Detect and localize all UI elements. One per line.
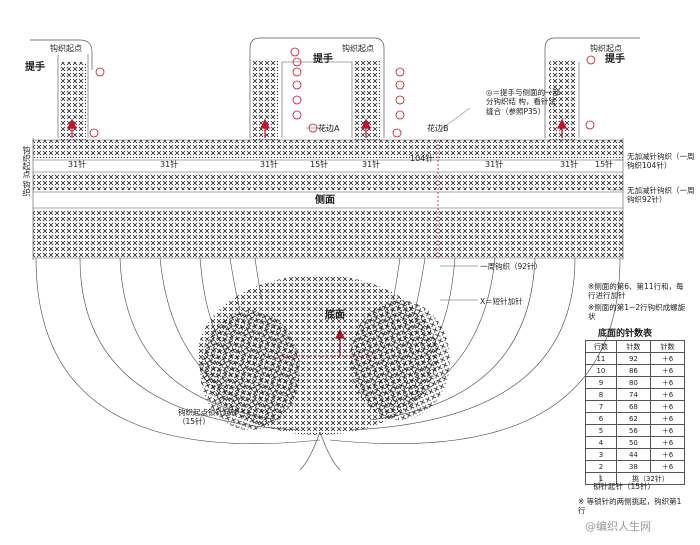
table-cell: ＋6 <box>649 364 686 377</box>
table-bottom-note: ※ 等锁针的两侧挑起，钩织第1行 <box>578 497 682 516</box>
table-cell: 11 <box>585 352 617 365</box>
connecting-arcs <box>35 257 621 488</box>
table-cell: 3 <box>585 448 617 461</box>
edge-label-b: 花边B <box>427 124 449 133</box>
table-cell: 50 <box>615 436 651 449</box>
side-note-1: 无加减针钩织（一周钩织104针） <box>627 152 695 171</box>
stitch-count-8: 31针 <box>560 160 579 169</box>
leader-lines <box>199 107 623 419</box>
note-1: ※侧面的第6、第11行和，每行进行加针 <box>588 282 684 301</box>
stitch-count-3: 31针 <box>260 160 279 169</box>
table-header-row: 行数 针数 针数 <box>585 340 686 353</box>
stitch-count-7: 31针 <box>485 160 504 169</box>
table-header: 针数 <box>615 340 651 353</box>
handle-label-middle: 提手 <box>313 54 333 65</box>
table-title: 底面的针数表 <box>598 329 653 339</box>
table-cell: ＋6 <box>649 412 686 425</box>
table-cell: ＋6 <box>649 460 686 473</box>
table-cell: 4 <box>585 436 617 449</box>
table-cell: ＋6 <box>649 400 686 413</box>
round-note: 一周钩织（92针） <box>480 262 543 271</box>
table-cell: ＋6 <box>649 376 686 389</box>
stitch-count-1: 31针 <box>68 160 87 169</box>
table-cell: 挑（32针） <box>615 472 686 485</box>
side-body <box>32 138 624 260</box>
table-cell: 7 <box>585 400 617 413</box>
table-cell: 2 <box>585 460 617 473</box>
table-cell: 68 <box>615 400 651 413</box>
note-2: ※侧面的第1~2行钩织成螺旋状 <box>588 303 686 322</box>
table-cell: 5 <box>585 424 617 437</box>
handle-label-right: 提手 <box>605 54 625 65</box>
edge-label-a: 花边A <box>318 124 340 133</box>
start-label-right: 钩织起点 <box>590 44 622 53</box>
table-cell: 62 <box>615 412 651 425</box>
handle-left <box>30 39 93 140</box>
handle-label-left: 提手 <box>25 62 45 73</box>
stitch-count-4: 15针 <box>310 160 329 169</box>
table-header: 针数 <box>649 340 686 353</box>
table-cell: 44 <box>615 448 651 461</box>
table-cell: 6 <box>585 412 617 425</box>
table-cell: 8 <box>585 388 617 401</box>
table-cell: 1 <box>585 472 617 485</box>
stitch-count-5: 31针 <box>362 160 381 169</box>
stitch-count-9: 15针 <box>595 160 614 169</box>
bottom-label: 底面 <box>325 310 345 321</box>
side-note-2: 无加减针钩织（一周钩织92针） <box>627 186 695 205</box>
symbol-note: X＝短针加针 <box>480 297 523 306</box>
stitch-count-6: 104针 <box>410 154 434 163</box>
table-header: 行数 <box>585 340 617 353</box>
start-label-left: 钩织起点 <box>50 44 82 53</box>
side-label: 侧面 <box>315 195 335 206</box>
table-cell: 38 <box>615 460 651 473</box>
table-cell: ＋6 <box>649 436 686 449</box>
table-cell: ＋6 <box>649 424 686 437</box>
bottom-base <box>198 275 450 435</box>
watermark: @编织人生网 <box>585 520 651 533</box>
table-cell: 56 <box>615 424 651 437</box>
table-cell: 74 <box>615 388 651 401</box>
table-cell: 9 <box>585 376 617 389</box>
left-vertical-label: 钩织起点 钩织 <box>22 146 31 197</box>
table-cell: 80 <box>615 376 651 389</box>
stitch-count-2: 31针 <box>160 160 179 169</box>
start-label-middle: 钩织起点 <box>342 44 374 53</box>
table-cell: ＋6 <box>649 388 686 401</box>
table-cell: 86 <box>615 364 651 377</box>
start-chain-note: 钩织起点锁针起针（15针） <box>178 408 238 427</box>
handle-note: ◎＝提手与侧面的一部分钩织结 构，看针法缝合（参照P35） <box>486 88 561 116</box>
table-cell: 92 <box>615 352 651 365</box>
row-markers <box>89 47 596 138</box>
table-cell: ＋6 <box>649 448 686 461</box>
table-cell: 10 <box>585 364 617 377</box>
table-footer: 锁针起针（15针） <box>593 482 656 491</box>
table-cell: ＋6 <box>649 352 686 365</box>
